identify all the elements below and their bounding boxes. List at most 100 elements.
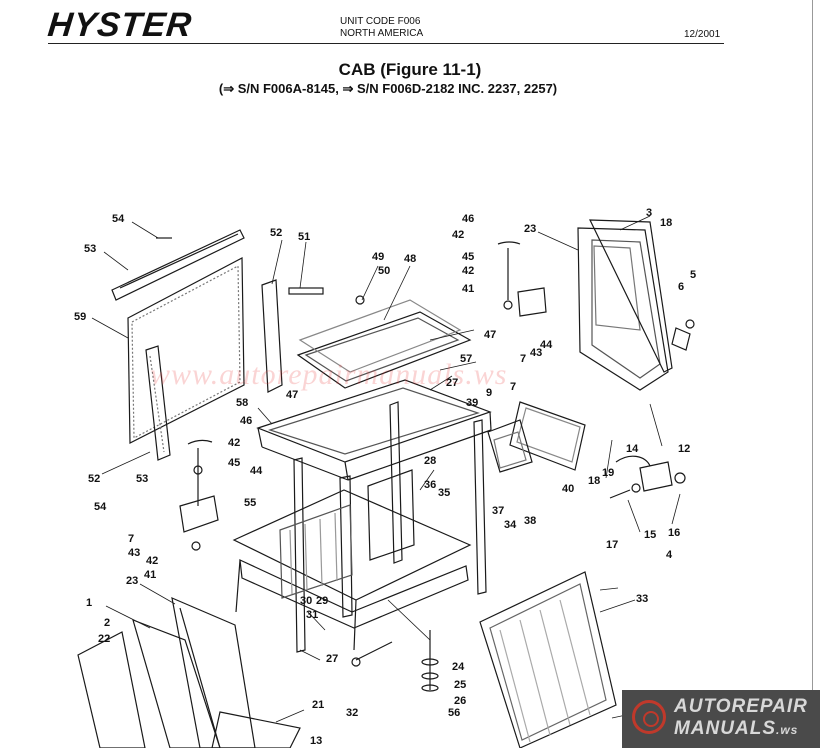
callout: 44 — [250, 465, 263, 477]
callout: 53 — [136, 473, 148, 485]
callout: 35 — [438, 487, 450, 499]
window-glass-part — [509, 401, 586, 471]
callout: 50 — [378, 265, 390, 277]
callout: 48 — [404, 253, 416, 265]
callout: 13 — [310, 735, 322, 747]
callout: 21 — [312, 699, 324, 711]
callout: 19 — [602, 467, 614, 479]
callout: 51 — [298, 231, 310, 243]
callout: 46 — [240, 415, 252, 427]
leader-lines — [91, 215, 681, 723]
rear-screen-part — [279, 504, 353, 599]
door-screen-part — [479, 571, 617, 748]
callout: 7 — [520, 353, 526, 365]
callout: 39 — [466, 397, 478, 409]
callout: 17 — [606, 539, 618, 551]
callout: 3 — [646, 207, 652, 219]
callout: 2 — [104, 617, 110, 629]
callout: 38 — [524, 515, 536, 527]
revision-date: 12/2001 — [684, 29, 721, 40]
callout: 14 — [626, 443, 639, 455]
callout: 4 — [666, 549, 673, 561]
handle-assembly-part — [497, 241, 547, 317]
badge-logo-icon — [632, 700, 666, 734]
callout: 54 — [94, 501, 107, 513]
callout: 42 — [146, 555, 158, 567]
callout: 23 — [126, 575, 138, 587]
callout: 42 — [228, 437, 240, 449]
callout: 30 — [300, 595, 312, 607]
callout: 59 — [74, 311, 86, 323]
callout: 15 — [644, 529, 656, 541]
serial-range: (⇒ S/N F006A-8145, ⇒ S/N F006D-2182 INC.… — [218, 81, 558, 96]
region: NORTH AMERICA — [340, 28, 424, 39]
callout: 46 — [462, 213, 474, 225]
callout: 6 — [678, 281, 684, 293]
callout: 44 — [540, 339, 553, 351]
callout: 29 — [316, 595, 328, 607]
badge-line2: MANUALS.ws — [674, 718, 798, 740]
callout: 25 — [454, 679, 466, 691]
callout: 34 — [504, 519, 517, 531]
callout: 45 — [462, 251, 474, 263]
callout: 12 — [678, 443, 690, 455]
page-edge-line — [812, 0, 813, 748]
callout: 36 — [424, 479, 436, 491]
callout: 32 — [346, 707, 358, 719]
callout: 52 — [270, 227, 282, 239]
callout: 42 — [462, 265, 474, 277]
callout: 27 — [326, 653, 338, 665]
callout-numbers: 54 53 59 52 51 49 50 48 46 42 45 42 41 4… — [74, 207, 696, 747]
callout: 41 — [462, 283, 474, 295]
decal-part — [288, 287, 324, 295]
callout: 7 — [128, 533, 134, 545]
callout: 57 — [460, 353, 472, 365]
callout: 31 — [306, 609, 318, 621]
unit-info: UNIT CODE F006 NORTH AMERICA — [340, 16, 423, 40]
badge-line1: AUTOREPAIR — [674, 696, 808, 717]
callout: 22 — [98, 633, 110, 645]
callout: 45 — [228, 457, 240, 469]
callout: 23 — [524, 223, 536, 235]
callout: 1 — [86, 597, 92, 609]
unit-code: UNIT CODE F006 — [340, 16, 421, 27]
callout: 16 — [668, 527, 680, 539]
callout: 41 — [144, 569, 156, 581]
callout: 47 — [484, 329, 496, 341]
cab-frame-part — [232, 379, 492, 653]
site-badge[interactable]: AUTOREPAIR MANUALS.ws — [622, 690, 820, 748]
top-rail-part — [111, 229, 245, 301]
callout: 9 — [486, 387, 492, 399]
callout: 18 — [588, 475, 600, 487]
callout: 52 — [88, 473, 100, 485]
callout: 24 — [452, 661, 465, 673]
callout: 53 — [84, 243, 96, 255]
callout: 43 — [128, 547, 140, 559]
callout: 37 — [492, 505, 504, 517]
front-strip-part — [261, 279, 283, 393]
callout: 18 — [660, 217, 672, 229]
side-panel-part — [127, 257, 245, 444]
roof-window-part — [296, 299, 472, 389]
heater-box-part — [487, 419, 533, 473]
page-title: CAB (Figure 11-1) — [338, 60, 482, 79]
callout: 33 — [636, 593, 648, 605]
latch-assembly-part — [179, 439, 219, 551]
callout: 42 — [452, 229, 464, 241]
callout: 43 — [530, 347, 542, 359]
callout: 7 — [510, 381, 516, 393]
callout: 26 — [454, 695, 466, 707]
wiper-motor-part — [615, 455, 673, 492]
badge-line2-text: MANUALS — [674, 718, 776, 739]
callout: 58 — [236, 397, 248, 409]
callout: 47 — [286, 389, 298, 401]
door-upper-part — [577, 219, 673, 391]
badge-suffix: .ws — [776, 723, 799, 737]
callout: 5 — [690, 269, 696, 281]
callout: 27 — [446, 377, 458, 389]
access-panel-part — [367, 469, 415, 561]
callout: 56 — [448, 707, 460, 719]
door-lower-part — [77, 597, 301, 748]
